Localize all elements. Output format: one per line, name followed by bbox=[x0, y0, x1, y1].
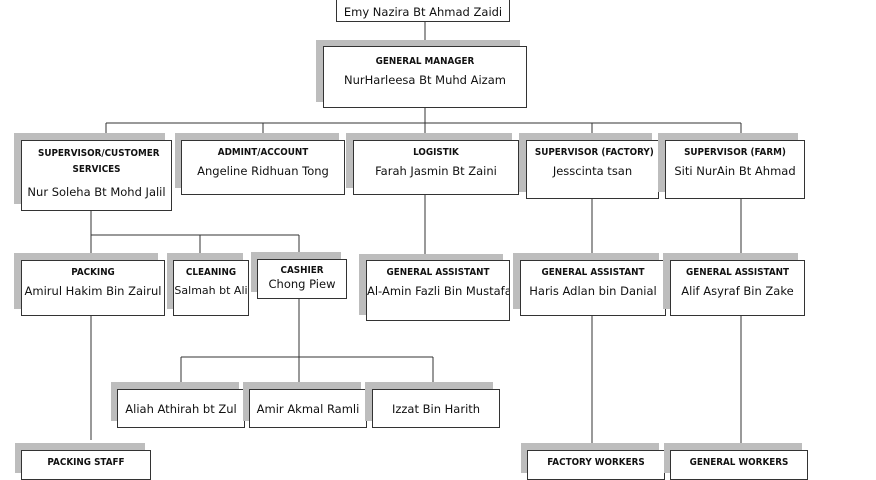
node-name: Emy Nazira Bt Ahmad Zaidi bbox=[343, 5, 503, 19]
node-name: Angeline Ridhuan Tong bbox=[197, 164, 329, 178]
node-title: ADMINT/ACCOUNT bbox=[217, 147, 309, 158]
node-name: Siti NurAin Bt Ahmad bbox=[674, 164, 796, 178]
node-name: Al-Amin Fazli Bin Mustafa bbox=[367, 284, 510, 298]
org-node-factory-workers: FACTORY WORKERS bbox=[527, 450, 665, 480]
org-node-logistik: LOGISTIK Farah Jasmin Bt Zaini bbox=[353, 140, 519, 195]
node-name: Alif Asyraf Bin Zake bbox=[681, 284, 794, 298]
node-title: PACKING STAFF bbox=[47, 457, 125, 468]
org-node-admin: ADMINT/ACCOUNT Angeline Ridhuan Tong bbox=[181, 140, 345, 195]
org-node-cleaning: CLEANING Salmah bt Ali bbox=[173, 260, 249, 316]
node-title: SUPERVISOR (FACTORY) bbox=[534, 147, 654, 158]
org-node-c1: Aliah Athirah bt Zul bbox=[117, 389, 245, 428]
node-name: Amir Akmal Ramli bbox=[256, 402, 360, 416]
org-node-ga-log: GENERAL ASSISTANT Al-Amin Fazli Bin Musta… bbox=[366, 260, 510, 321]
node-title: GENERAL WORKERS bbox=[689, 457, 789, 468]
node-title: PACKING bbox=[71, 267, 115, 278]
org-node-ga-farm: GENERAL ASSISTANT Alif Asyraf Bin Zake bbox=[670, 260, 805, 316]
org-node-pack-staff: PACKING STAFF bbox=[21, 450, 151, 480]
org-node-sup-factory: SUPERVISOR (FACTORY) Jesscinta tsan bbox=[526, 140, 659, 199]
node-name: Nur Soleha Bt Mohd Jalil bbox=[27, 185, 166, 199]
org-node-packing: PACKING Amirul Hakim Bin Zairul bbox=[21, 260, 165, 316]
org-node-c2: Amir Akmal Ramli bbox=[249, 389, 367, 428]
node-name: Salmah bt Ali bbox=[174, 284, 248, 297]
org-node-gm: GENERAL MANAGER NurHarleesa Bt Muhd Aizam bbox=[323, 46, 527, 108]
node-title: FACTORY WORKERS bbox=[547, 457, 645, 468]
node-name: Haris Adlan bin Danial bbox=[529, 284, 657, 298]
org-node-c3: Izzat Bin Harith bbox=[372, 389, 500, 428]
node-name: Izzat Bin Harith bbox=[391, 402, 481, 416]
node-title: GENERAL ASSISTANT bbox=[386, 267, 490, 278]
node-title: GENERAL MANAGER bbox=[375, 56, 475, 67]
node-title: SUPERVISOR (FARM) bbox=[684, 147, 786, 158]
node-title: LOGISTIK bbox=[413, 147, 459, 158]
org-node-top: Emy Nazira Bt Ahmad Zaidi bbox=[336, 0, 510, 22]
node-name: Farah Jasmin Bt Zaini bbox=[375, 164, 497, 178]
org-node-ga-factory: GENERAL ASSISTANT Haris Adlan bin Danial bbox=[520, 260, 666, 316]
node-title: SUPERVISOR/CUSTOMER SERVICES bbox=[37, 148, 160, 175]
connector-lines bbox=[90, 22, 742, 450]
org-node-sup-farm: SUPERVISOR (FARM) Siti NurAin Bt Ahmad bbox=[665, 140, 805, 199]
org-node-general-workers: GENERAL WORKERS bbox=[670, 450, 808, 480]
node-name: NurHarleesa Bt Muhd Aizam bbox=[344, 73, 506, 87]
node-title: CASHIER bbox=[280, 265, 324, 276]
node-title: GENERAL ASSISTANT bbox=[685, 267, 790, 278]
node-title: GENERAL ASSISTANT bbox=[541, 267, 645, 278]
node-name: Amirul Hakim Bin Zairul bbox=[24, 284, 162, 298]
org-node-sup-cs: SUPERVISOR/CUSTOMER SERVICES Nur Soleha B… bbox=[21, 140, 172, 211]
node-name: Jesscinta tsan bbox=[552, 164, 633, 178]
node-name: Chong Piew bbox=[268, 277, 336, 291]
node-name: Aliah Athirah bt Zul bbox=[125, 402, 237, 416]
node-title: CLEANING bbox=[185, 267, 237, 278]
